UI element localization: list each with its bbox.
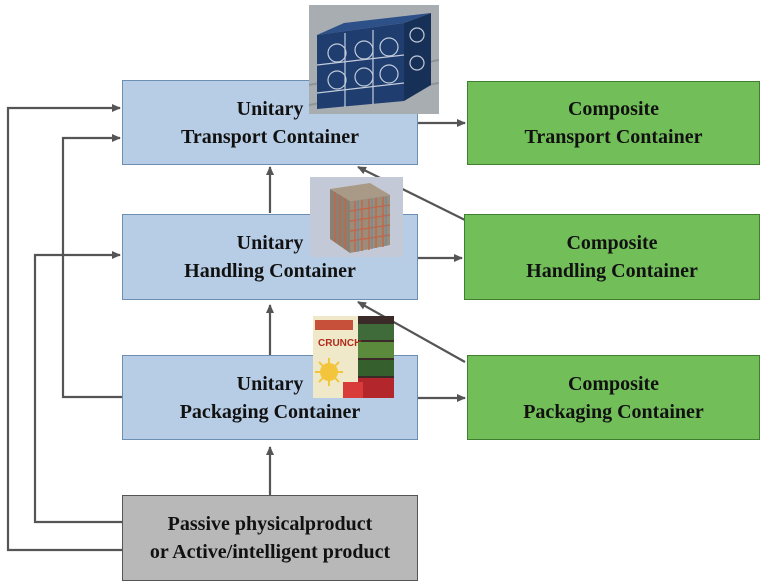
arrow-comp-handling-to-unit-transport	[357, 166, 466, 221]
product-box: Passive physicalproduct or Active/intell…	[122, 495, 418, 581]
arrow-product-to-transport	[6, 104, 122, 552]
packaging-boxes-photo: CRUNCH	[313, 316, 394, 398]
arrow-packaging-to-transport	[61, 134, 122, 399]
unitary-packaging-line1: Unitary	[236, 372, 304, 395]
arrow-comp-packaging-to-unit-handling	[357, 301, 466, 363]
unitary-transport-line1: Unitary	[236, 97, 304, 120]
composite-handling-line2: Handling Container	[526, 260, 698, 282]
composite-transport-line1: Composite	[567, 98, 660, 120]
unitary-handling-line1: Unitary	[236, 232, 304, 254]
composite-packaging-container: Composite Packaging Container	[467, 355, 760, 440]
unitary-transport-line2: Transport Container	[181, 125, 359, 148]
product-line1: Passive physicalproduct	[167, 513, 373, 535]
composite-handling-container: Composite Handling Container	[464, 214, 760, 300]
unitary-packaging-line2: Packaging Container	[179, 400, 361, 423]
composite-handling-line1: Composite	[566, 232, 658, 254]
composite-packaging-line2: Packaging Container	[523, 400, 704, 423]
transport-container-photo	[309, 5, 439, 114]
composite-transport-line2: Transport Container	[524, 126, 703, 148]
product-line2: or Active/intelligent product	[149, 541, 391, 563]
handling-cube-photo	[310, 177, 403, 257]
composite-packaging-line1: Composite	[567, 372, 660, 395]
packaging-label-text: CRUNCH	[318, 338, 361, 349]
unitary-handling-line2: Handling Container	[184, 260, 356, 282]
unitary-handling-container: Unitary Handling Container	[122, 214, 418, 300]
arrow-product-to-handling	[33, 251, 122, 524]
composite-transport-container: Composite Transport Container	[467, 81, 760, 165]
